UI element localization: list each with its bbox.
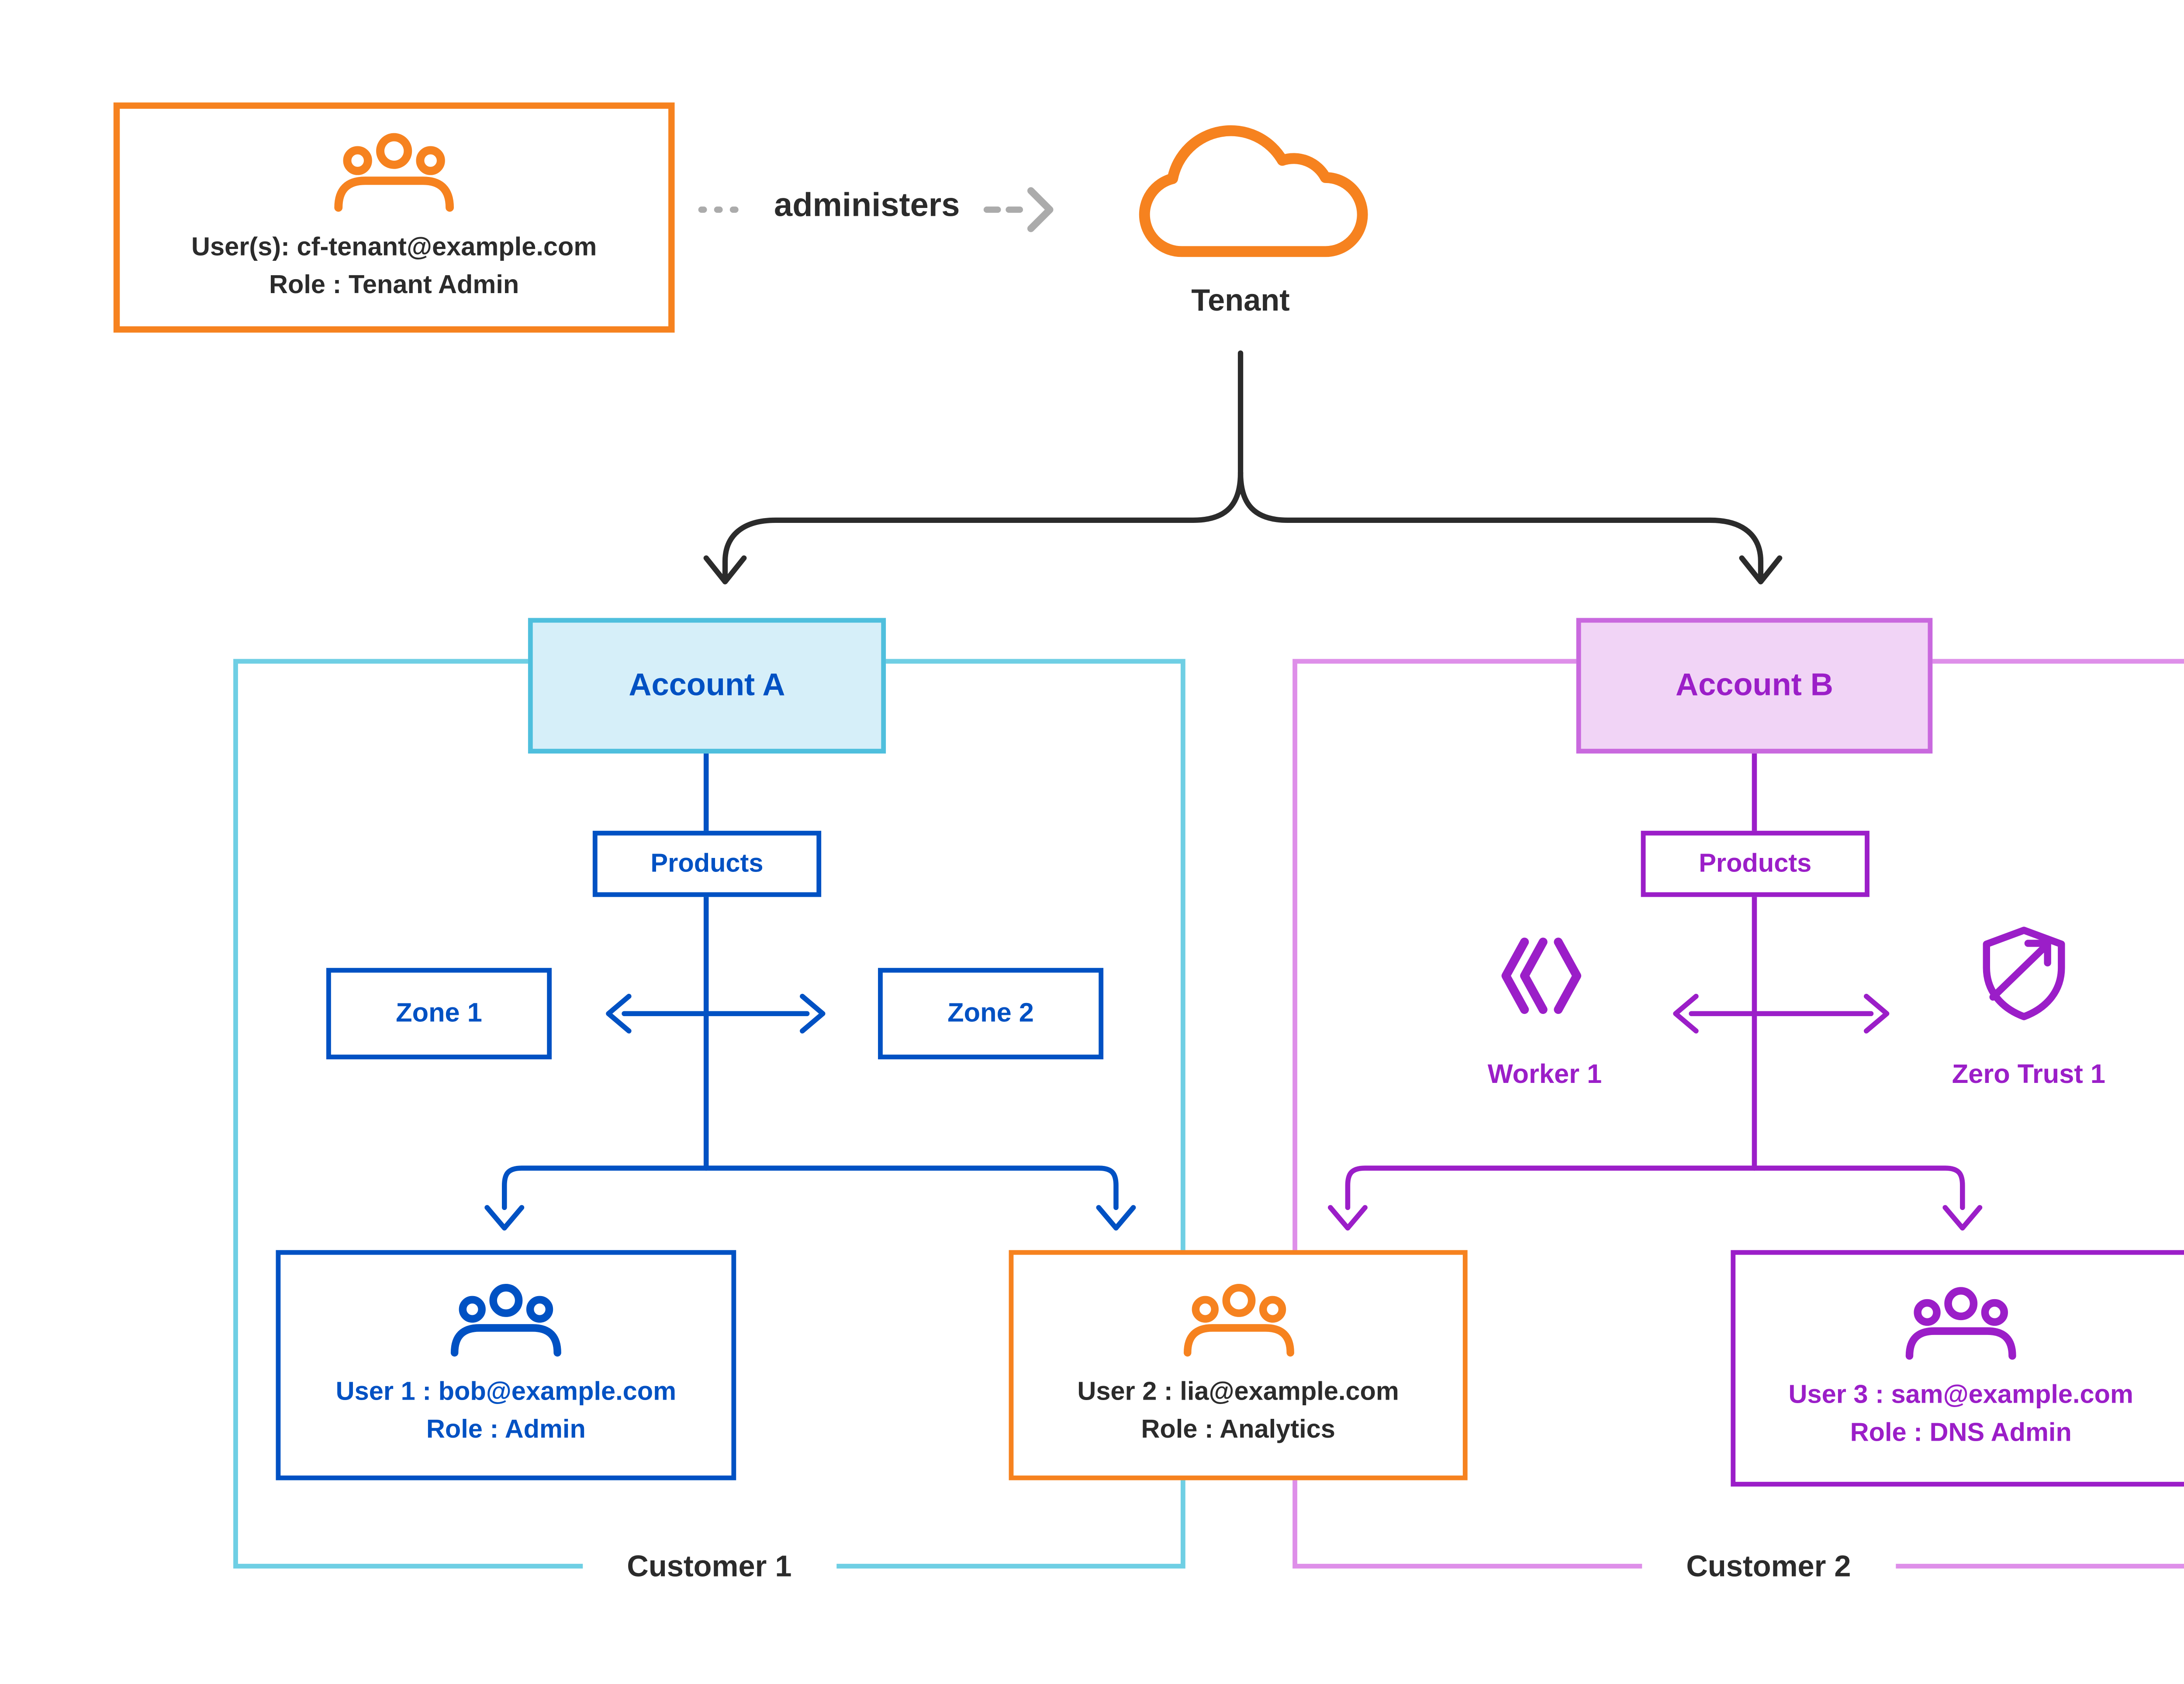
people-group-icon xyxy=(1183,1284,1294,1357)
user2-email-line: User 2 : lia@example.com xyxy=(1077,1378,1399,1407)
shield-arrow-icon xyxy=(1983,927,2065,1020)
tenant-branch-connector xyxy=(703,350,1783,584)
account-b-tree-connector xyxy=(1327,749,1983,1231)
people-group-icon xyxy=(1905,1287,2016,1360)
zone1-box: Zone 1 xyxy=(326,968,552,1060)
products-b-box: Products xyxy=(1641,830,1870,897)
account-a-box: Account A xyxy=(528,618,886,754)
customer2-label: Customer 2 xyxy=(1642,1546,1895,1589)
user2-box: User 2 : lia@example.com Role : Analytic… xyxy=(1009,1250,1468,1480)
tenant-label: Tenant xyxy=(1191,284,1290,318)
tenant-admin-user-line: User(s): cf-tenant@example.com xyxy=(191,233,597,262)
zone2-box: Zone 2 xyxy=(878,968,1104,1060)
customer1-label: Customer 1 xyxy=(583,1546,836,1589)
user3-role-line: Role : DNS Admin xyxy=(1850,1418,2072,1446)
zero-trust-label: Zero Trust 1 xyxy=(1952,1059,2105,1089)
worker-label: Worker 1 xyxy=(1487,1059,1602,1089)
user3-email-line: User 3 : sam@example.com xyxy=(1788,1381,2133,1410)
people-group-icon xyxy=(450,1284,561,1357)
workers-icon xyxy=(1501,937,1582,1014)
zero-trust-icon-wrap xyxy=(1977,924,2071,1022)
user1-box: User 1 : bob@example.com Role : Admin xyxy=(276,1250,736,1480)
cloud-icon xyxy=(1139,125,1368,257)
account-b-box: Account B xyxy=(1576,618,1933,754)
account-a-tree-connector xyxy=(484,749,1136,1231)
administers-label: administers xyxy=(774,187,960,224)
tenant-admin-role-line: Role : Tenant Admin xyxy=(269,270,519,299)
people-group-icon xyxy=(334,133,454,212)
user1-role-line: Role : Admin xyxy=(426,1414,586,1443)
user2-role-line: Role : Analytics xyxy=(1141,1414,1335,1443)
administers-dotted-arrow xyxy=(698,187,1054,232)
tenant-admin-user-box: User(s): cf-tenant@example.com Role : Te… xyxy=(113,102,675,333)
worker-icon-wrap xyxy=(1497,930,1592,1021)
products-a-box: Products xyxy=(592,830,822,897)
tenant-cloud xyxy=(1106,88,1374,271)
user3-box: User 3 : sam@example.com Role : DNS Admi… xyxy=(1731,1250,2184,1487)
user1-email-line: User 1 : bob@example.com xyxy=(335,1378,677,1407)
